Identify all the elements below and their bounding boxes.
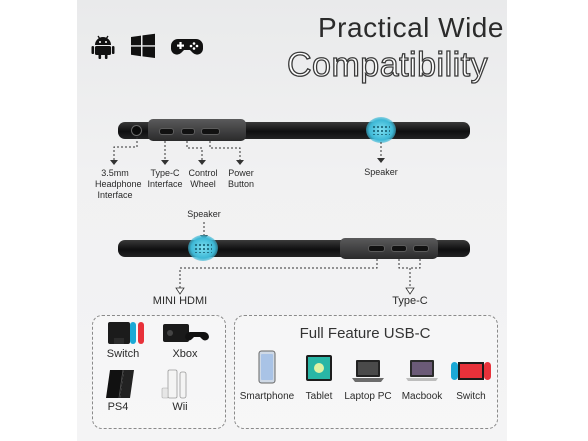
console-label-switch: Switch	[106, 348, 140, 360]
console-label-xbox: Xbox	[172, 348, 198, 360]
laptop-icon	[352, 360, 384, 382]
gamepad-icon	[171, 39, 203, 55]
xbox-console-icon	[163, 324, 209, 342]
headphone-label: 3.5mm Headphone Interface	[95, 168, 142, 200]
wii-console-icon	[161, 369, 187, 399]
typec-port-2	[413, 245, 429, 252]
port-housing	[148, 119, 246, 141]
mini-hdmi-port	[368, 245, 385, 252]
background-panel	[77, 0, 507, 441]
speaker-top	[366, 117, 396, 143]
typec-interface-label: Type-C Interface	[147, 168, 183, 189]
typec-port	[159, 128, 174, 135]
usbc-box-title: Full Feature USB-C	[299, 325, 431, 342]
console-label-wii: Wii	[172, 401, 188, 413]
speaker-label-bottom: Speaker	[187, 209, 221, 219]
device-label-laptop: Laptop PC	[344, 391, 392, 402]
device-label-macbook: Macbook	[401, 391, 443, 402]
tablet-icon	[306, 355, 332, 381]
typec-label: Type-C	[392, 295, 428, 307]
port-housing-bottom	[340, 238, 438, 259]
speaker-bottom	[188, 235, 218, 261]
switch-console-icon	[108, 322, 144, 344]
control-wheel	[181, 128, 195, 135]
title-line-1: Practical Wide	[318, 12, 504, 43]
title-line-2: Compatibility	[286, 45, 489, 84]
windows-icon	[131, 33, 155, 58]
device-label-smartphone: Smartphone	[239, 391, 295, 402]
power-button-label: Power Button	[227, 168, 255, 189]
ps4-console-icon	[106, 369, 134, 399]
control-wheel-label: Control Wheel	[188, 168, 218, 189]
smartphone-icon	[258, 350, 276, 384]
device-label-tablet: Tablet	[305, 391, 333, 402]
device-label-switch: Switch	[456, 391, 486, 402]
mini-hdmi-label: MINI HDMI	[152, 295, 208, 307]
headphone-port	[131, 125, 142, 136]
power-button	[201, 128, 220, 135]
typec-port-1	[391, 245, 407, 252]
switch-handheld-icon	[451, 362, 491, 380]
macbook-icon	[406, 360, 438, 381]
speaker-label-top: Speaker	[364, 167, 398, 177]
android-icon	[91, 35, 115, 59]
console-label-ps4: PS4	[107, 401, 129, 413]
